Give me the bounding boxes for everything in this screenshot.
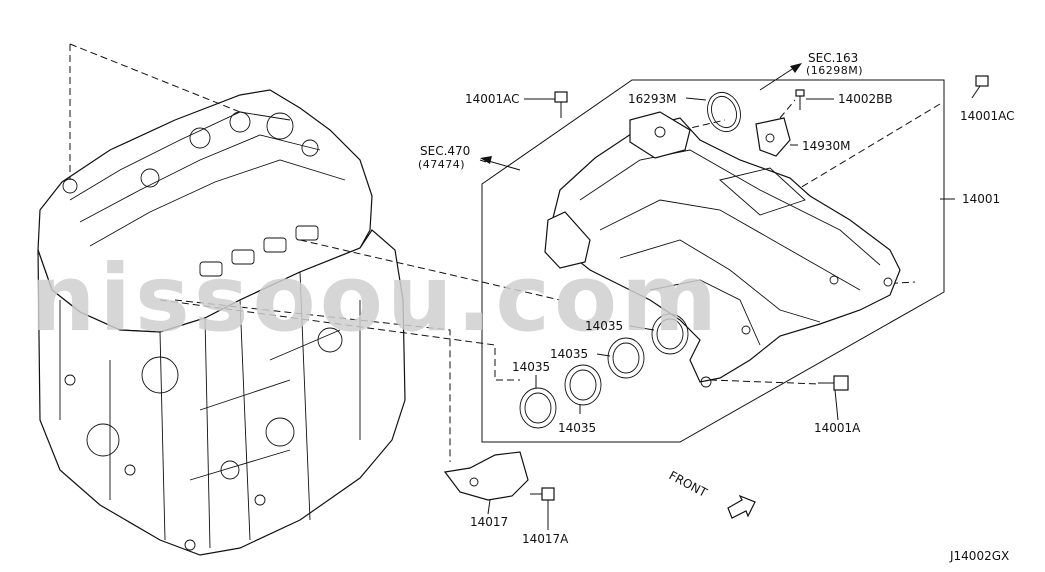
screw-14002bb-icon [795, 89, 805, 110]
label-sec470-ref: (47474) [418, 158, 465, 171]
diagram-id: J14002GX [949, 549, 1009, 563]
label-14017: 14017 [470, 515, 508, 529]
label-front: FRONT [667, 468, 710, 500]
bracket-14017-icon [443, 451, 529, 501]
label-sec470: SEC.470 [420, 144, 470, 158]
label-16293m: 16293M [628, 92, 677, 106]
label-14001: 14001 [962, 192, 1000, 206]
front-arrow-icon [727, 494, 756, 519]
bolt-14001a-icon [818, 375, 849, 391]
gasket-14035-4-icon [651, 313, 689, 355]
bolt-14017a-icon [530, 487, 555, 501]
gasket-14035-1-icon [519, 387, 557, 429]
label-14035-1: 14035 [585, 319, 623, 333]
gasket-16293m-icon [707, 91, 741, 133]
sec163-arrow-icon [759, 63, 802, 91]
label-14001a: 14001A [814, 421, 861, 435]
bolt-14001ac-right-icon [971, 75, 989, 99]
label-14035-4: 14035 [558, 421, 596, 435]
manifold-frame [481, 79, 945, 443]
engine-block-drawing [37, 89, 406, 556]
label-14035-3: 14035 [512, 360, 550, 374]
label-sec163: SEC.163 [808, 51, 858, 65]
label-14001ac-right: 14001AC [960, 109, 1015, 123]
watermark-text: nissoou.com [30, 245, 721, 352]
label-sec163-ref: (16298M) [806, 64, 863, 77]
label-14930m: 14930M [802, 139, 851, 153]
sec470-arrow-icon [480, 156, 521, 171]
bolt-14001ac-left-icon [554, 91, 568, 118]
part-labels: 14001AC 14001AC 16293M 14002BB 14930M 14… [418, 51, 1015, 563]
label-14017a: 14017A [522, 532, 569, 546]
callout-lines [479, 97, 955, 530]
gasket-14035-2-icon [564, 364, 602, 406]
small-parts [443, 75, 989, 501]
label-14002bb: 14002BB [838, 92, 893, 106]
label-14035-2: 14035 [550, 347, 588, 361]
sensor-14930m-icon [755, 117, 791, 157]
gasket-14035-3-icon [607, 337, 645, 379]
label-14001ac-left: 14001AC [465, 92, 520, 106]
arrows [480, 63, 802, 519]
intake-manifold-drawing [544, 111, 901, 388]
